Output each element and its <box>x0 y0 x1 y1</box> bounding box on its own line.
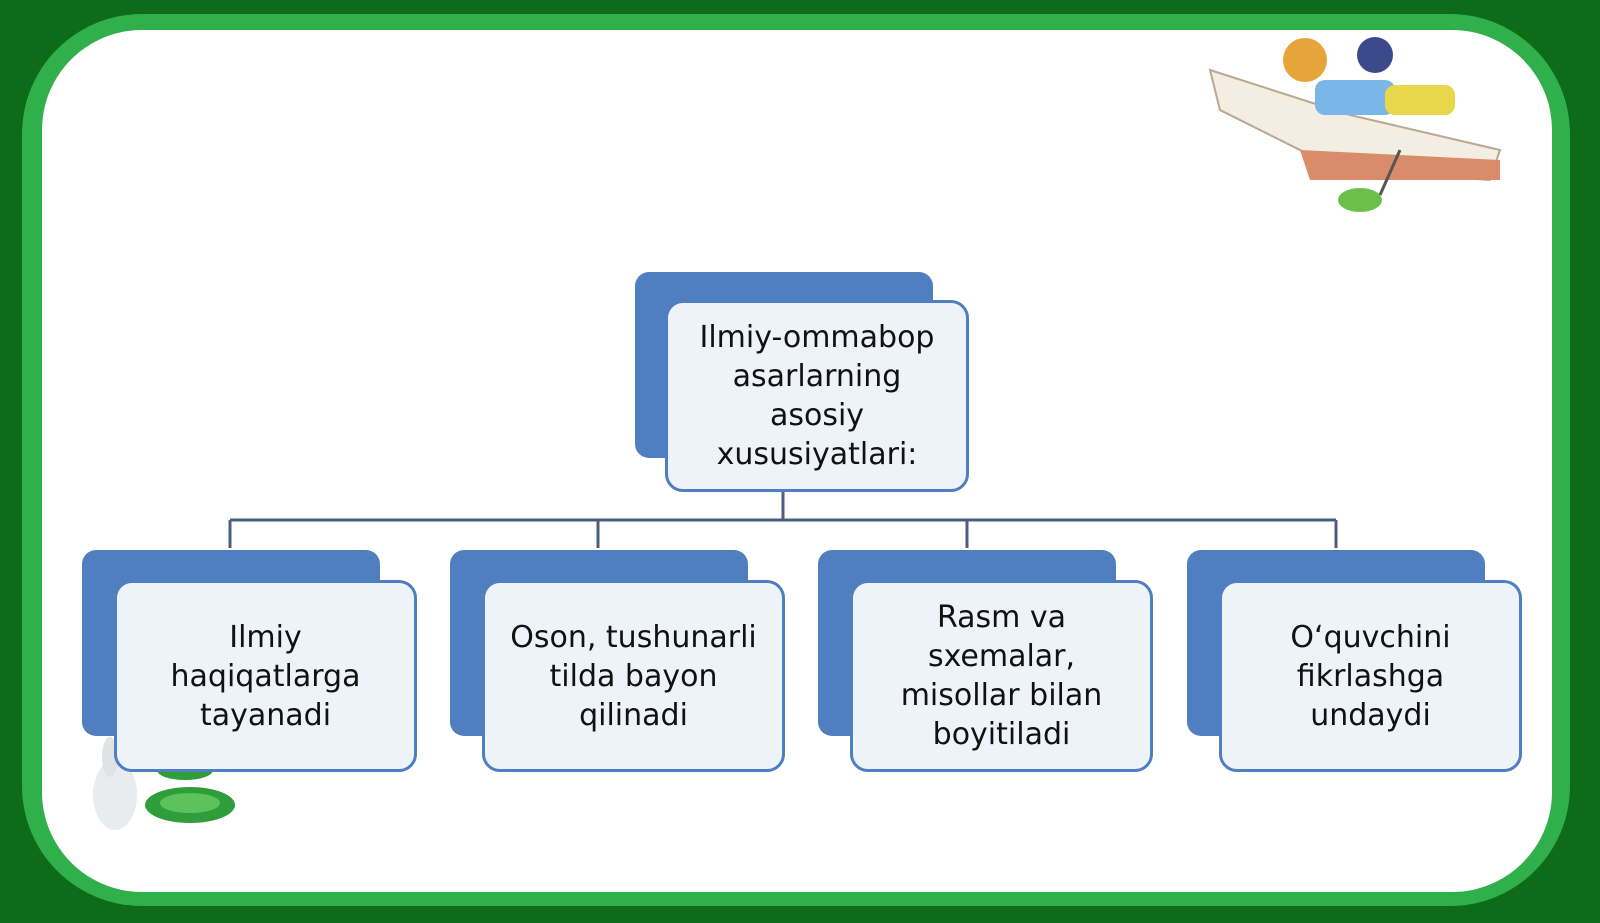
children-reading-book-illustration <box>1208 37 1502 212</box>
child-node-2-box: Oson, tushunarli tilda bayon qilinadi <box>482 580 785 772</box>
root-node-label: Ilmiy-ommabop asarlarning asosiy xususiy… <box>699 320 935 472</box>
child-node-1-box: Ilmiy haqiqatlarga tayanadi <box>114 580 417 772</box>
root-node-box: Ilmiy-ommabop asarlarning asosiy xususiy… <box>665 300 969 492</box>
child-node-4-box: O‘quvchini fikrlashga undaydi <box>1219 580 1522 772</box>
child-node-2-label: Oson, tushunarli tilda bayon qilinadi <box>510 619 757 733</box>
child-node-4-label: O‘quvchini fikrlashga undaydi <box>1290 619 1451 733</box>
child-node-3-label: Rasm va sxemalar, misollar bilan boyitil… <box>900 600 1103 752</box>
child-node-3-box: Rasm va sxemalar, misollar bilan boyitil… <box>850 580 1153 772</box>
child-node-1-label: Ilmiy haqiqatlarga tayanadi <box>170 619 361 733</box>
